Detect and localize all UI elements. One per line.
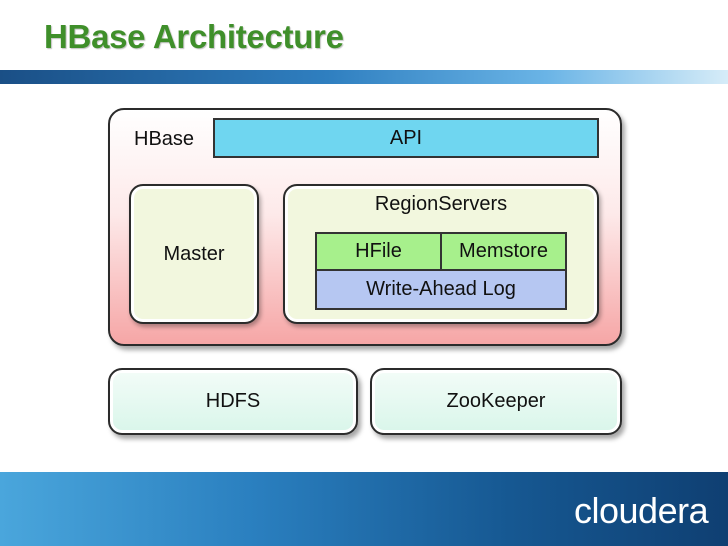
api-box: API bbox=[213, 118, 599, 158]
master-box: Master bbox=[129, 184, 259, 324]
cloudera-logo: cloudera bbox=[574, 490, 709, 531]
regionservers-label: RegionServers bbox=[374, 193, 508, 215]
zookeeper-box: ZooKeeper bbox=[370, 368, 622, 435]
hbase-label: HBase bbox=[134, 128, 195, 150]
title-underline-bar bbox=[0, 70, 728, 84]
hfile-cell: HFile bbox=[315, 232, 442, 271]
footer-bar bbox=[0, 472, 728, 546]
memstore-cell: Memstore bbox=[440, 232, 567, 271]
page-title: HBase Architecture bbox=[44, 18, 344, 55]
hdfs-box: HDFS bbox=[108, 368, 358, 435]
write-ahead-log-cell: Write-Ahead Log bbox=[315, 269, 567, 310]
